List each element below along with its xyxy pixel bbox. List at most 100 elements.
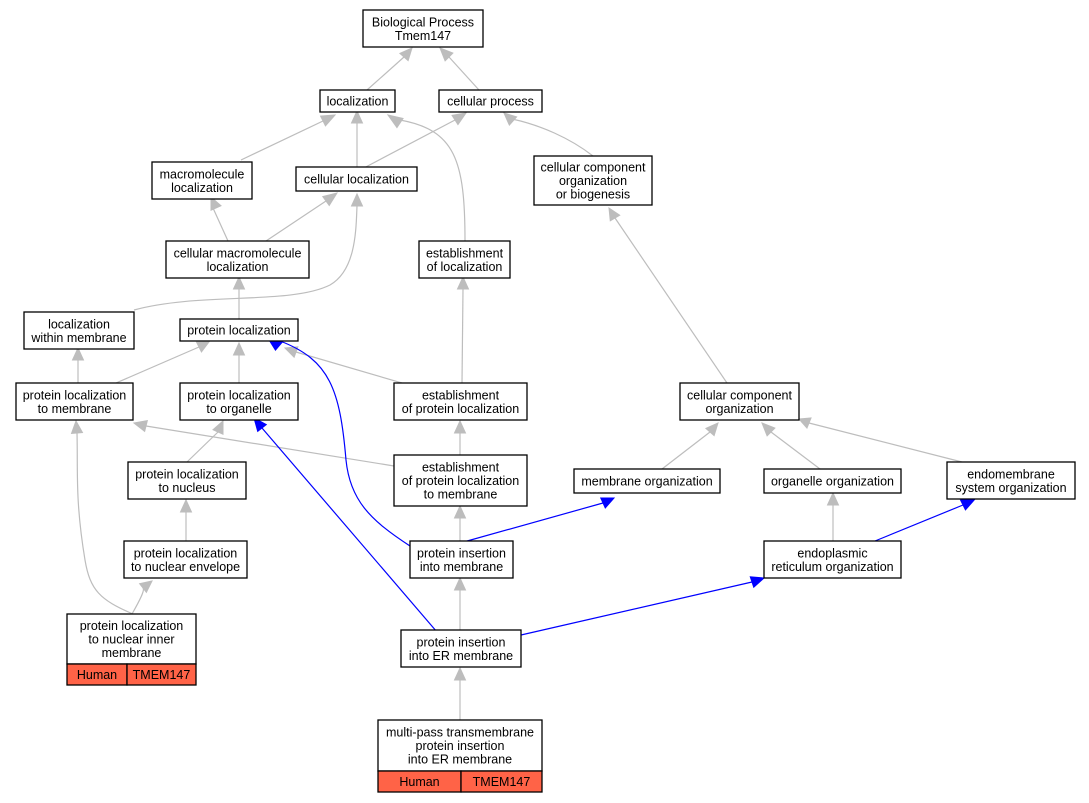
- arrowhead-icon: [138, 580, 153, 594]
- go-term-node-cellular-process[interactable]: cellular process: [438, 89, 543, 113]
- go-term-node-organelle-organization[interactable]: organelle organization: [763, 468, 902, 494]
- node-box: [362, 9, 484, 48]
- is-a-edge: [131, 580, 153, 615]
- node-label-line: endoplasmic: [797, 546, 867, 560]
- annotation-cell-label: TMEM147: [473, 775, 531, 789]
- node-label-line: of protein localization: [402, 474, 519, 488]
- is-a-edge: [179, 498, 193, 541]
- node-box: [393, 382, 528, 421]
- edge-line: [261, 427, 438, 633]
- annotation-gene-cell[interactable]: TMEM147: [126, 663, 197, 686]
- node-label-line: localization: [171, 181, 233, 195]
- edge-line: [265, 200, 327, 242]
- node-label-line: organization: [705, 402, 773, 416]
- edge-line: [770, 431, 821, 470]
- node-label-line: endomembrane: [967, 467, 1055, 481]
- arrowhead-icon: [283, 346, 299, 359]
- is-a-edge: [453, 419, 467, 455]
- node-box: [377, 719, 543, 772]
- node-label-line: to membrane: [424, 488, 498, 502]
- is-a-edge: [70, 419, 134, 615]
- is-a-edge: [453, 576, 467, 630]
- annotation-cell-label: Human: [399, 775, 439, 789]
- arrowhead-icon: [453, 666, 467, 681]
- is-a-edge: [350, 109, 364, 167]
- annotation-species-cell[interactable]: Human: [66, 663, 128, 686]
- node-label-line: protein localization: [80, 619, 184, 633]
- is-a-edge: [386, 114, 466, 242]
- node-label-line: membrane organization: [581, 475, 712, 489]
- node-box: [127, 461, 247, 500]
- go-term-node-localization[interactable]: localization: [319, 89, 396, 113]
- node-box: [23, 311, 135, 350]
- arrowhead-icon: [503, 112, 518, 127]
- go-term-node-membrane-organization[interactable]: membrane organization: [573, 468, 721, 494]
- node-label-line: protein localization: [135, 467, 239, 481]
- edge-line: [448, 56, 480, 91]
- node-box: [179, 382, 299, 421]
- edge-line: [520, 581, 753, 636]
- node-label-line: establishment: [422, 461, 500, 475]
- node-box: [319, 89, 396, 113]
- arrowhead-icon: [761, 422, 776, 437]
- is-a-edge: [453, 666, 467, 720]
- node-box: [763, 540, 902, 579]
- edge-line: [145, 425, 395, 467]
- node-label-line: of localization: [427, 260, 503, 274]
- arrowhead-icon: [179, 498, 193, 513]
- is-a-edge: [456, 275, 470, 384]
- node-label-line: cellular localization: [304, 173, 409, 187]
- is-a-edge: [265, 192, 339, 242]
- node-box: [15, 382, 134, 421]
- node-label-line: cellular component: [687, 388, 792, 402]
- arrowhead-icon: [398, 47, 413, 62]
- edge-line: [399, 119, 466, 242]
- is-a-edge: [366, 47, 413, 91]
- annotation-cell-label: TMEM147: [133, 668, 191, 682]
- edge-line: [212, 207, 229, 242]
- is-a-edge: [186, 419, 224, 463]
- part-of-edge: [264, 333, 411, 547]
- node-box: [533, 155, 653, 206]
- arrowhead-icon: [439, 47, 454, 62]
- arrowhead-icon: [70, 419, 84, 435]
- arrowhead-icon: [321, 192, 339, 207]
- go-term-node-cellular-localization[interactable]: cellular localization: [295, 166, 418, 192]
- annotation-gene-cell[interactable]: TMEM147: [460, 770, 543, 793]
- node-label-line: into membrane: [420, 560, 503, 574]
- node-box: [763, 468, 902, 494]
- edge-line: [279, 340, 411, 547]
- edge-line: [131, 587, 145, 615]
- is-a-edge: [71, 346, 85, 383]
- node-label-line: to organelle: [206, 402, 271, 416]
- annotation-cell-label: Human: [77, 668, 117, 682]
- is-a-edge: [761, 422, 821, 470]
- annotation-species-cell[interactable]: Human: [377, 770, 462, 793]
- arrowhead-icon: [826, 491, 840, 506]
- is-a-edge: [232, 275, 246, 319]
- arrowhead-icon: [132, 420, 149, 433]
- edge-line: [459, 502, 604, 544]
- go-term-node-protein-localization[interactable]: protein localization: [179, 318, 299, 342]
- edge-line: [808, 422, 963, 463]
